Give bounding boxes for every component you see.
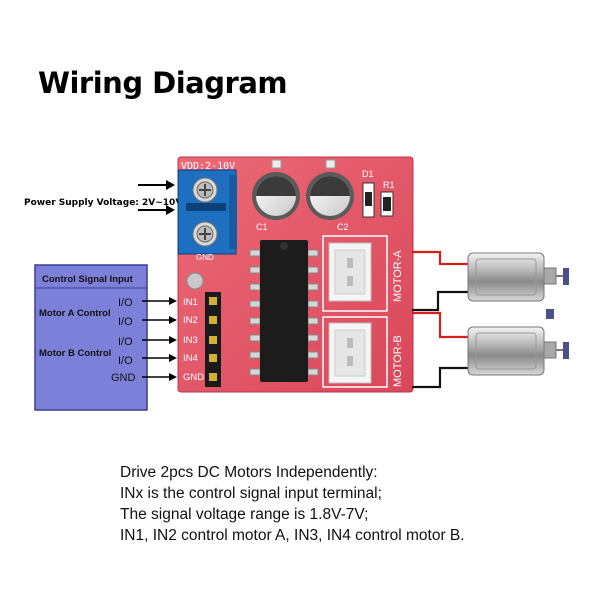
header-pin (209, 297, 217, 305)
ic-leg (249, 283, 261, 291)
c1-label: C1 (256, 222, 268, 232)
description-line-1: Drive 2pcs DC Motors Independently: (120, 464, 378, 481)
vdd-label: VDD:2-10V (181, 161, 235, 172)
motor-a-wires (412, 250, 468, 312)
motor-a-label: MOTOR-A (392, 250, 404, 302)
description-line-4: IN1, IN2 control motor A, IN3, IN4 contr… (120, 527, 465, 544)
ic-leg (307, 351, 319, 359)
driver-ic (249, 240, 319, 382)
motor-b-jst-connector (328, 322, 372, 384)
terminal-gnd-label: GND (196, 253, 214, 262)
ic-leg (307, 300, 319, 308)
io-label-4: I/O (118, 355, 133, 367)
header-pin (209, 354, 217, 362)
header-pin (209, 336, 217, 344)
signal-arrow-in1 (142, 297, 177, 305)
ic-leg (249, 300, 261, 308)
motor-a-control-label: Motor A Control (39, 308, 111, 319)
ic-leg (249, 351, 261, 359)
gnd-label-control: GND (111, 372, 136, 384)
header-pin-dots (209, 297, 217, 381)
power-arrow-bottom (138, 205, 175, 215)
pin-in1-label: IN1 (183, 297, 198, 308)
terminal-screw-bottom (192, 221, 218, 247)
signal-arrows (142, 297, 177, 381)
terminal-screw-top (192, 177, 218, 203)
motor-a-connector-outline (322, 235, 388, 312)
d1-label: D1 (362, 169, 374, 179)
motor-b-control-label: Motor B Control (39, 348, 111, 359)
pin-in2-label: IN2 (183, 315, 198, 326)
ic-leg (307, 249, 319, 257)
resistor-r1 (380, 191, 394, 217)
ic-leg (307, 283, 319, 291)
dc-motor-a (467, 252, 569, 302)
ic-leg (307, 334, 319, 342)
signal-arrow-in3 (142, 336, 177, 344)
io-label-2: I/O (118, 316, 133, 328)
pin-in3-label: IN3 (183, 335, 198, 346)
c2-label: C2 (337, 222, 349, 232)
ic-leg (249, 317, 261, 325)
ic-leg (249, 249, 261, 257)
driver-board: VDD:2-10V GND (177, 156, 414, 393)
motor-a-jst-connector (328, 242, 372, 302)
ic-leg (249, 368, 261, 376)
capacitor-c1 (252, 159, 300, 220)
header-pins (205, 292, 221, 387)
pin-gnd-label: GND (183, 372, 204, 383)
ic-leg (249, 266, 261, 274)
description-line-2: INx is the control signal input terminal… (120, 485, 382, 502)
ic-leg (307, 266, 319, 274)
ic-pins-right (307, 249, 319, 376)
motor-b-wires (412, 311, 468, 389)
ic-leg (307, 317, 319, 325)
r1-label: R1 (383, 180, 395, 190)
description-line-3: The signal voltage range is 1.8V-7V; (120, 506, 369, 523)
ic-leg (249, 334, 261, 342)
pin-in4-label: IN4 (183, 353, 198, 364)
ic-leg (307, 368, 319, 376)
io-label-1: I/O (118, 297, 133, 309)
capacitor-c2 (306, 159, 354, 220)
signal-arrow-gnd (142, 373, 177, 381)
signal-arrow-in4 (142, 354, 177, 362)
mounting-hole (186, 272, 204, 290)
power-arrow-top (138, 180, 175, 190)
io-label-3: I/O (118, 336, 133, 348)
ic-pins-left (249, 249, 261, 376)
motor-b-label: MOTOR-B (392, 335, 404, 387)
dc-motor-b (467, 309, 569, 376)
control-box-title: Control Signal Input (42, 274, 134, 285)
header-pin (209, 373, 217, 381)
header-pin (209, 316, 217, 324)
description-text: Drive 2pcs DC Motors Independently: INx … (120, 462, 465, 546)
motor-b-connector-outline (322, 316, 388, 388)
power-supply-label: Power Supply Voltage: 2V~10V (24, 198, 182, 208)
signal-arrow-in2 (142, 316, 177, 324)
power-terminal (177, 169, 237, 255)
diagram-title: Wiring Diagram (38, 66, 288, 100)
control-signal-box: Control Signal Input Motor A Control Mot… (34, 264, 148, 411)
led-d1 (362, 182, 375, 218)
